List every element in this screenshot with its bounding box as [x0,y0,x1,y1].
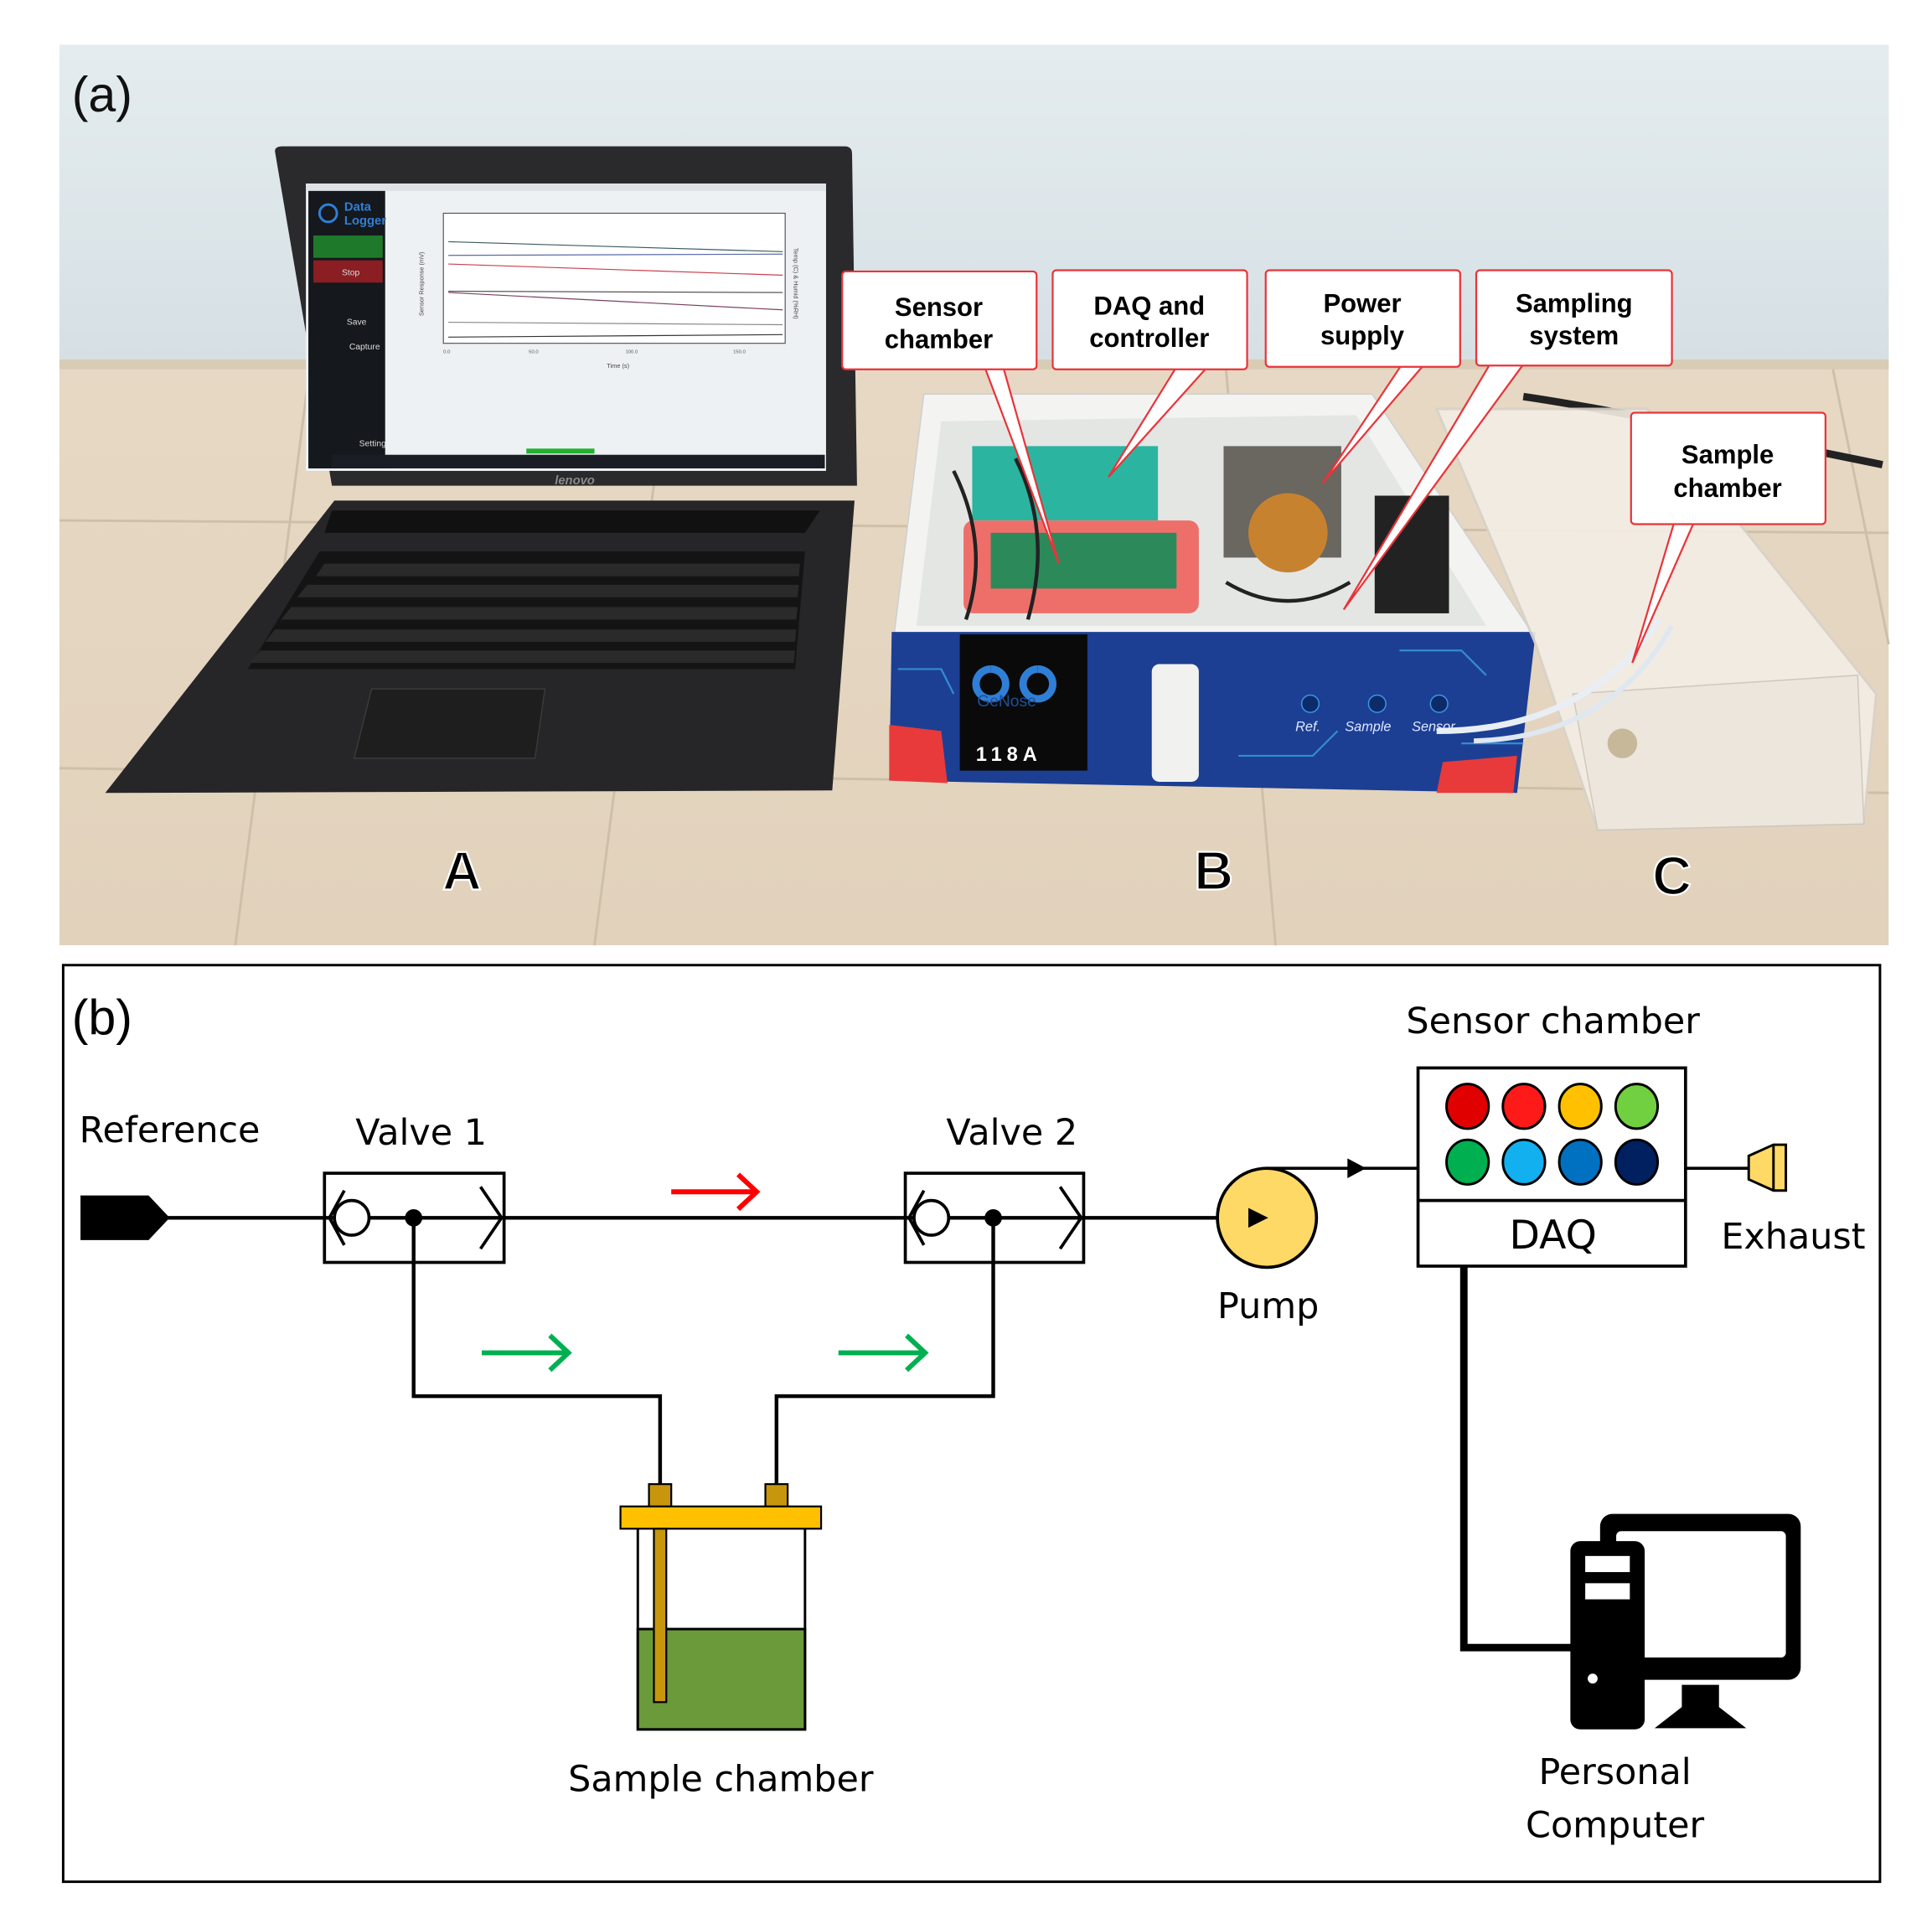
gas-sensor-icon [1614,1138,1660,1186]
callout-text: chamber [1673,473,1781,503]
keys [250,563,800,664]
daq-board [972,446,1159,521]
reference-inlet-icon [80,1195,170,1240]
port-sample: Sample [1345,719,1391,734]
gas-sensor-icon [1557,1138,1603,1186]
pump-label: Pump [1217,1285,1319,1327]
exhaust-label: Exhaust [1721,1216,1865,1258]
callout-sampling-system: Sampling system [1342,269,1673,611]
sample-flow-arrow-in [482,1333,572,1373]
device-model: 118A [976,744,1042,766]
app-sidebar [308,190,385,468]
app-logo-icon [318,203,338,224]
callout-text: supply [1320,321,1405,350]
panel-b-label: (b) [72,990,132,1046]
computer-label-1: Personal [1538,1751,1691,1793]
gas-sensor-icon [1445,1138,1490,1186]
app-title: Data [344,201,372,215]
sensor-array [1445,1083,1660,1186]
gas-sensor-icon [1445,1083,1490,1130]
x-axis-label: Time (s) [607,362,629,370]
callout-power-supply: Power supply [1264,269,1461,484]
callout-sensor-chamber: Sensor chamber [841,270,1060,565]
stop-button[interactable] [313,260,383,283]
callout-text: controller [1089,323,1209,353]
x-tick: 150.0 [733,350,746,355]
genose-logo-icon [972,665,1056,703]
gas-sensor-icon [1501,1083,1547,1130]
sensor-chamber-label: Sensor chamber [1406,1001,1700,1042]
y-axis-label: Sensor Response (mV) [418,252,426,317]
capture-label[interactable]: Capture [349,343,380,352]
callout-text: chamber [885,325,993,354]
reference-label: Reference [80,1109,261,1151]
logging-progress [526,448,595,454]
stop-label: Stop [342,268,360,277]
port-ref: Ref. [1295,719,1320,734]
y2-axis-label: Temp (C) & Humid (%RH) [793,248,800,319]
panel-b-schematic: (b) Reference Valve 1 Valve 2 [61,964,1882,1884]
corner-foot [889,724,948,783]
panel-a-label: (a) [72,66,132,122]
x-tick: 100.0 [625,350,638,355]
usb-button[interactable] [313,235,383,258]
touchpad [353,688,546,759]
reference-flow-arrow [671,1172,761,1212]
daq-label: DAQ [1509,1213,1596,1259]
laptop-brand: lenovo [555,474,595,488]
sample-chamber-icon [619,1482,823,1731]
setting-label[interactable]: Setting [359,439,386,448]
save-label[interactable]: Save [347,318,367,328]
callout-daq-controller: DAQ and controller [1051,269,1248,478]
corner-foot [1436,755,1517,794]
callout-sample-chamber: Sample chamber [1630,411,1826,664]
panel-a-photo: (a) Data Logger Stop Save Capture Settin… [59,44,1890,946]
label-A: A [442,840,482,902]
x-tick: 50.0 [529,350,539,355]
sample-chamber-label: Sample chamber [568,1759,874,1801]
callout-text: Sensor [895,292,983,322]
chart-lines [448,240,783,338]
laptop: Data Logger Stop Save Capture Setting Se… [105,146,857,794]
label-C: C [1652,845,1692,906]
computer-label-2: Computer [1526,1804,1704,1846]
valve1-label: Valve 1 [355,1112,487,1154]
app-title-2: Logger [344,215,386,228]
sample-flow-arrow-out [838,1333,929,1373]
label-B: B [1194,840,1233,902]
callouts: Sensor chamber DAQ and controller Power … [841,269,1826,664]
callout-text: Sampling [1516,289,1633,318]
x-tick: 0.0 [443,350,451,355]
valve2-label: Valve 2 [946,1112,1077,1154]
gas-sensor-icon [1501,1138,1547,1186]
gas-sensor-icon [1557,1083,1603,1130]
device-logo-text: GeNose [977,693,1036,711]
genose-logo-badge [959,634,1087,771]
chart-area [442,212,786,344]
callout-text: Sample [1681,440,1774,469]
gas-sensor-icon [1614,1083,1660,1130]
taskbar [332,454,825,468]
callout-text: system [1529,321,1619,350]
callout-text: Power [1323,289,1401,318]
callout-text: DAQ and [1093,292,1205,321]
personal-computer-icon [1570,1513,1801,1730]
pump-icon [1216,1158,1418,1270]
device-handle [1151,664,1199,782]
